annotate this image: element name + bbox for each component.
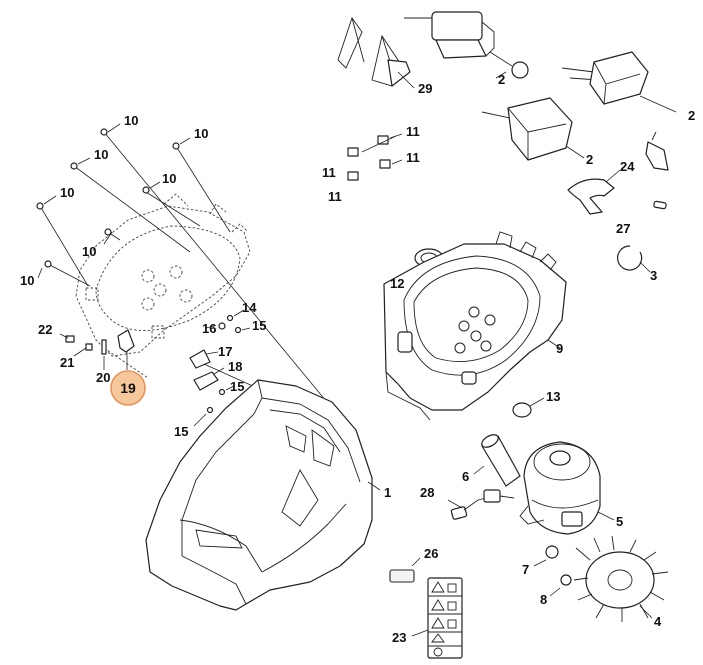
highlight-circle[interactable] xyxy=(110,370,146,406)
callout-18: 18 xyxy=(228,359,242,374)
part-9-rear-housing xyxy=(383,231,567,421)
part-2-switch-middle xyxy=(481,97,585,161)
callout-8: 8 xyxy=(540,592,547,607)
callout-4: 4 xyxy=(654,614,662,629)
callout-29: 29 xyxy=(418,81,432,96)
part-11-screws xyxy=(347,133,403,181)
callout-10-g: 10 xyxy=(20,273,34,288)
callout-11-a: 11 xyxy=(406,124,420,139)
part-4-fan xyxy=(573,535,669,622)
callout-15-c: 15 xyxy=(174,424,188,439)
callout-10-d: 10 xyxy=(162,171,176,186)
callout-12: 12 xyxy=(390,276,404,291)
callout-10-b: 10 xyxy=(194,126,208,141)
callout-16: 16 xyxy=(202,321,216,336)
callout-20: 20 xyxy=(96,370,110,385)
part-13-bushing xyxy=(512,397,545,418)
part-28-connector-cable xyxy=(447,489,515,520)
callout-2-top: 2 xyxy=(498,72,505,87)
callout-26: 26 xyxy=(424,546,438,561)
callout-11-b: 11 xyxy=(322,165,336,180)
callout-17: 17 xyxy=(218,344,232,359)
part-26-label xyxy=(389,557,421,583)
part-5-motor xyxy=(519,441,615,535)
part-6-capacitor xyxy=(473,434,521,487)
callout-27: 27 xyxy=(616,221,630,236)
callout-14: 14 xyxy=(242,300,257,315)
part-23-warning-label xyxy=(411,577,463,659)
part-27-key xyxy=(653,200,667,210)
callout-5: 5 xyxy=(616,514,623,529)
callout-15-b: 15 xyxy=(230,379,244,394)
callout-21: 21 xyxy=(60,355,74,370)
part-1-main-housing xyxy=(145,379,381,611)
callout-7: 7 xyxy=(522,562,529,577)
callout-3: 3 xyxy=(650,268,657,283)
part-plug-cable-end xyxy=(645,131,669,171)
callout-24: 24 xyxy=(620,159,635,174)
callout-2-right: 2 xyxy=(688,108,695,123)
callout-28: 28 xyxy=(420,485,434,500)
callout-2-middle: 2 xyxy=(586,152,593,167)
callout-10-e: 10 xyxy=(60,185,74,200)
part-24-cable-clip xyxy=(567,169,621,215)
callout-19[interactable]: 19 xyxy=(120,380,136,396)
callout-6: 6 xyxy=(462,469,469,484)
part-2-switch-top xyxy=(404,11,529,79)
highlighted-callout-19[interactable]: 19 xyxy=(110,370,146,406)
callout-15-a: 15 xyxy=(252,318,266,333)
callout-11-c: 11 xyxy=(406,150,420,165)
callout-9: 9 xyxy=(556,341,563,356)
part-10-screws xyxy=(36,123,351,431)
callout-10-c: 10 xyxy=(94,147,108,162)
part-3-retaining-ring xyxy=(617,245,651,273)
part-7-gear xyxy=(533,545,559,567)
part-2-switch-right xyxy=(561,51,677,113)
callout-10-a: 10 xyxy=(124,113,138,128)
callout-1: 1 xyxy=(384,485,391,500)
callout-13: 13 xyxy=(546,389,560,404)
left-cover-ghost xyxy=(75,193,251,379)
part-8-nut xyxy=(549,574,572,597)
callout-labels: 1 2 2 2 3 4 5 6 7 8 9 10 10 10 10 10 10 … xyxy=(20,72,695,645)
callout-11-d: 11 xyxy=(328,189,342,204)
part-29-handle-bracket xyxy=(337,17,415,89)
callout-10-f: 10 xyxy=(82,244,96,259)
callout-23: 23 xyxy=(392,630,406,645)
callout-22: 22 xyxy=(38,322,52,337)
